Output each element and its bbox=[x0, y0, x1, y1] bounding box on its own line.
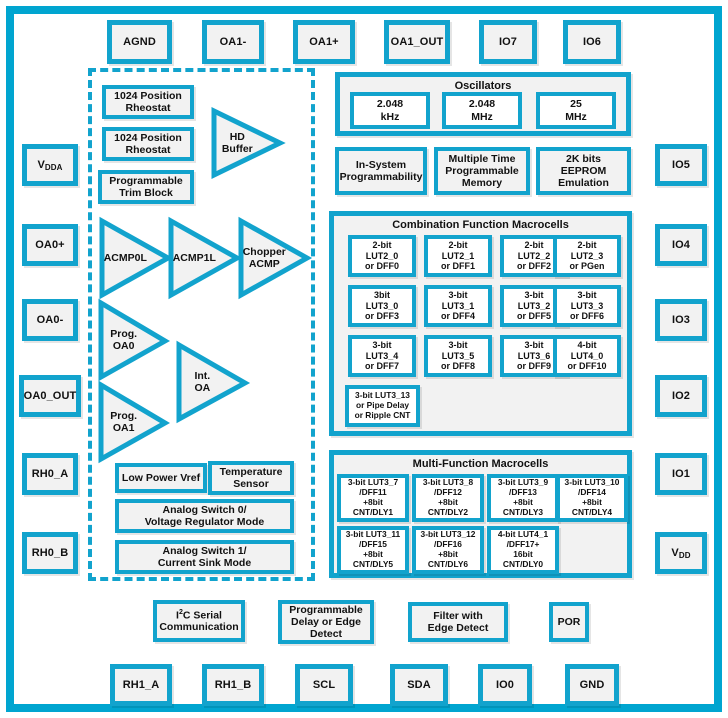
block-programmable-trim[interactable]: Programmable Trim Block bbox=[98, 170, 194, 204]
pad-sda[interactable]: SDA bbox=[390, 664, 448, 706]
block-por[interactable]: POR bbox=[549, 602, 589, 642]
pad-rh1-b[interactable]: RH1_B bbox=[202, 664, 264, 706]
triangle-prog-oa0[interactable]: Prog. OA0 bbox=[98, 298, 170, 382]
pad-agnd[interactable]: AGND bbox=[107, 20, 172, 64]
triangle-int-oa[interactable]: Int. OA bbox=[176, 340, 251, 424]
macrocell-lut4-0[interactable]: 4-bit LUT4_0 or DFF10 bbox=[553, 335, 621, 377]
pad-oa0-out[interactable]: OA0_OUT bbox=[19, 375, 81, 417]
multi-macrocell-lut3-11[interactable]: 3-bit LUT3_11 /DFF15 +8bit CNT/DLY5 bbox=[337, 526, 409, 574]
pad-gnd[interactable]: GND bbox=[565, 664, 619, 706]
macrocell-lut3-0[interactable]: 3bit LUT3_0 or DFF3 bbox=[348, 285, 416, 327]
block-i2c-serial-communication[interactable]: I2C Serial Communication bbox=[153, 600, 245, 642]
pad-io2[interactable]: IO2 bbox=[655, 375, 707, 417]
triangle-chopper-acmp[interactable]: Chopper ACMP bbox=[238, 216, 313, 300]
combination-macrocells-title: Combination Function Macrocells bbox=[392, 219, 569, 231]
pad-oa1-out[interactable]: OA1_OUT bbox=[384, 20, 450, 64]
pad-rh1-a[interactable]: RH1_A bbox=[110, 664, 172, 706]
oscillators-title: Oscillators bbox=[454, 80, 512, 92]
pad-io0[interactable]: IO0 bbox=[478, 664, 532, 706]
block-temperature-sensor[interactable]: Temperature Sensor bbox=[208, 461, 294, 495]
triangle-prog-oa1[interactable]: Prog. OA1 bbox=[98, 380, 170, 464]
block-programmable-delay-edge-detect[interactable]: Programmable Delay or Edge Detect bbox=[278, 600, 374, 644]
triangle-acmp1l[interactable]: ACMP1L bbox=[168, 216, 243, 300]
pad-io4[interactable]: IO4 bbox=[655, 224, 707, 266]
macrocell-lut2-1[interactable]: 2-bit LUT2_1 or DFF1 bbox=[424, 235, 492, 277]
multi-macrocell-lut3-8[interactable]: 3-bit LUT3_8 /DFF12 +8bit CNT/DLY2 bbox=[412, 474, 484, 522]
pad-io7[interactable]: IO7 bbox=[479, 20, 537, 64]
macrocell-lut3-4[interactable]: 3-bit LUT3_4 or DFF7 bbox=[348, 335, 416, 377]
block-mtp-memory[interactable]: Multiple Time Programmable Memory bbox=[434, 147, 530, 195]
pad-io1[interactable]: IO1 bbox=[655, 453, 707, 495]
macrocell-lut2-3[interactable]: 2-bit LUT2_3 or PGen bbox=[553, 235, 621, 277]
macrocell-lut3-5[interactable]: 3-bit LUT3_5 or DFF8 bbox=[424, 335, 492, 377]
block-filter-edge-detect[interactable]: Filter with Edge Detect bbox=[408, 602, 508, 642]
block-eeprom-emulation[interactable]: 2K bits EEPROM Emulation bbox=[536, 147, 631, 195]
oscillator-cell-25mhz[interactable]: 25 MHz bbox=[536, 92, 616, 129]
pad-vdda[interactable]: VDDA bbox=[22, 144, 78, 186]
triangle-hd-buffer[interactable]: HD Buffer bbox=[211, 107, 286, 179]
block-analog-switch-0[interactable]: Analog Switch 0/ Voltage Regulator Mode bbox=[115, 499, 294, 533]
pad-oa0-minus[interactable]: OA0- bbox=[22, 299, 78, 341]
pad-scl[interactable]: SCL bbox=[295, 664, 353, 706]
multi-macrocells-title: Multi-Function Macrocells bbox=[412, 458, 549, 470]
pad-io5[interactable]: IO5 bbox=[655, 144, 707, 186]
pad-io6[interactable]: IO6 bbox=[563, 20, 621, 64]
multi-macrocell-lut3-12[interactable]: 3-bit LUT3_12 /DFF16 +8bit CNT/DLY6 bbox=[412, 526, 484, 574]
block-rheostat-1[interactable]: 1024 Position Rheostat bbox=[102, 127, 194, 161]
pad-vdda-label: VDDA bbox=[37, 158, 63, 172]
block-in-system-programmability[interactable]: In-System Programmability bbox=[335, 147, 427, 195]
triangle-acmp0l[interactable]: ACMP0L bbox=[99, 216, 174, 300]
multi-macrocell-lut3-9[interactable]: 3-bit LUT3_9 /DFF13 +8bit CNT/DLY3 bbox=[487, 474, 559, 522]
multi-macrocell-lut3-7[interactable]: 3-bit LUT3_7 /DFF11 +8bit CNT/DLY1 bbox=[337, 474, 409, 522]
analog-region-boundary bbox=[88, 68, 315, 581]
pad-oa0-plus[interactable]: OA0+ bbox=[22, 224, 78, 266]
block-low-power-vref[interactable]: Low Power Vref bbox=[115, 463, 207, 493]
pad-vdd[interactable]: VDD bbox=[655, 532, 707, 574]
oscillator-cell-2048khz[interactable]: 2.048 kHz bbox=[350, 92, 430, 129]
i2c-label: I2C Serial Communication bbox=[159, 608, 239, 634]
pad-oa1-minus[interactable]: OA1- bbox=[202, 20, 264, 64]
pad-rh0-a[interactable]: RH0_A bbox=[22, 453, 78, 495]
multi-macrocell-lut4-1[interactable]: 4-bit LUT4_1 /DFF17+ 16bit CNT/DLY0 bbox=[487, 526, 559, 574]
macrocell-lut2-0[interactable]: 2-bit LUT2_0 or DFF0 bbox=[348, 235, 416, 277]
block-analog-switch-1[interactable]: Analog Switch 1/ Current Sink Mode bbox=[115, 540, 294, 574]
macrocell-lut3-3[interactable]: 3-bit LUT3_3 or DFF6 bbox=[553, 285, 621, 327]
pad-oa1-plus[interactable]: OA1+ bbox=[293, 20, 355, 64]
oscillator-cell-2048mhz[interactable]: 2.048 MHz bbox=[442, 92, 522, 129]
macrocell-lut3-13[interactable]: 3-bit LUT3_13 or Pipe Delay or Ripple CN… bbox=[345, 385, 420, 427]
macrocell-lut3-1[interactable]: 3-bit LUT3_1 or DFF4 bbox=[424, 285, 492, 327]
block-rheostat-0[interactable]: 1024 Position Rheostat bbox=[102, 85, 194, 119]
multi-macrocell-lut3-10[interactable]: 3-bit LUT3_10 /DFF14 +8bit CNT/DLY4 bbox=[556, 474, 628, 522]
pad-io3[interactable]: IO3 bbox=[655, 299, 707, 341]
pad-vdd-label: VDD bbox=[671, 546, 691, 560]
pad-rh0-b[interactable]: RH0_B bbox=[22, 532, 78, 574]
